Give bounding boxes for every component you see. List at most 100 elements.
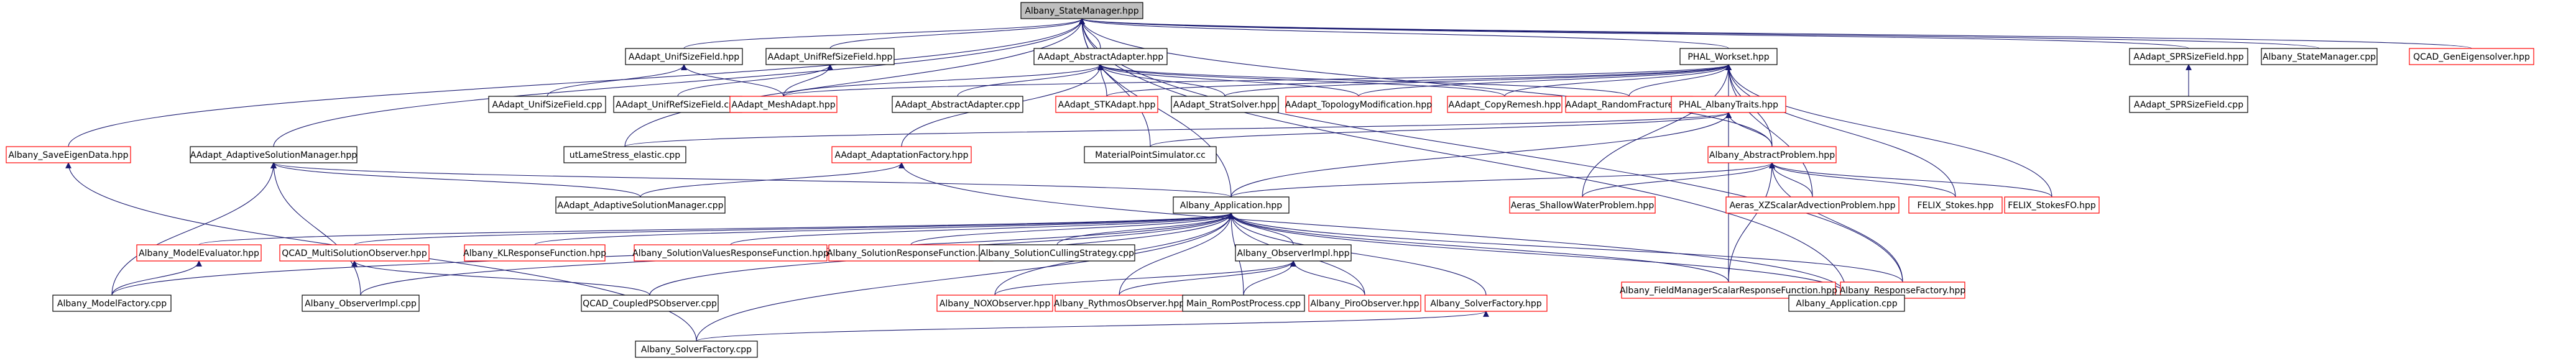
include-edge xyxy=(1228,212,1903,283)
file-node-adaptive-solution-manager-hpp[interactable]: AAdapt_AdaptiveSolutionManager.hpp xyxy=(190,146,358,163)
file-node-label: AAdapt_SPRSizeField.hpp xyxy=(2133,52,2243,62)
file-node-solution-values-response-function-hpp[interactable]: Albany_SolutionValuesResponseFunction.hp… xyxy=(632,244,829,262)
file-node-box xyxy=(625,48,743,65)
file-node-box xyxy=(729,96,838,113)
file-node-aeras-shallow-water-problem-hpp[interactable]: Aeras_ShallowWaterProblem.hpp xyxy=(1509,196,1656,214)
file-node-label: Aeras_XZScalarAdvectionProblem.hpp xyxy=(1729,201,1895,211)
include-edge xyxy=(1725,112,1773,147)
file-node-box xyxy=(1788,295,1905,312)
file-node-nox-observer-hpp[interactable]: Albany_NOXObserver.hpp xyxy=(936,295,1053,312)
file-node-mesh-adapt-hpp[interactable]: AAdapt_MeshAdapt.hpp xyxy=(729,96,838,113)
file-node-box xyxy=(302,295,420,312)
file-node-abstract-problem-hpp[interactable]: Albany_AbstractProblem.hpp xyxy=(1707,146,1837,163)
file-node-save-eigen-data-hpp[interactable]: Albany_SaveEigenData.hpp xyxy=(6,146,131,163)
file-node-label: Albany_ModelEvaluator.hpp xyxy=(139,249,259,258)
file-node-model-factory-cpp[interactable]: Albany_ModelFactory.cpp xyxy=(52,295,172,312)
file-node-adaptive-solution-manager-cpp[interactable]: AAdapt_AdaptiveSolutionManager.cpp xyxy=(555,196,726,214)
file-node-box xyxy=(279,244,430,262)
file-node-label: Albany_SolverFactory.hpp xyxy=(1430,299,1541,309)
file-node-main-rom-post-process-cpp[interactable]: Main_RomPostProcess.cpp xyxy=(1182,295,1305,312)
include-edge xyxy=(898,162,1847,296)
file-node-stk-adapt-hpp[interactable]: AAdapt_STKAdapt.hpp xyxy=(1055,96,1158,113)
file-node-model-evaluator-hpp[interactable]: Albany_ModelEvaluator.hpp xyxy=(136,244,262,262)
file-node-label: Albany_SolverFactory.cpp xyxy=(641,345,752,355)
file-node-qcad-coupled-ps-observer-cpp[interactable]: QCAD_CoupledPSObserver.cpp xyxy=(581,295,719,312)
file-node-label: Albany_KLResponseFunction.hpp xyxy=(463,249,606,258)
file-node-kl-response-function-hpp[interactable]: Albany_KLResponseFunction.hpp xyxy=(463,244,606,262)
file-node-box xyxy=(52,295,172,312)
file-node-label: AAdapt_AbstractAdapter.hpp xyxy=(1038,52,1163,62)
include-edge xyxy=(1097,64,1505,97)
include-edge xyxy=(270,162,361,296)
file-node-solution-culling-strategy-cpp[interactable]: Albany_SolutionCullingStrategy.cpp xyxy=(979,244,1135,262)
file-node-label: Albany_AbstractProblem.hpp xyxy=(1709,150,1835,160)
file-node-qcad-multi-solution-observer-hpp[interactable]: QCAD_MultiSolutionObserver.hpp xyxy=(279,244,430,262)
file-node-observer-impl-cpp[interactable]: Albany_ObserverImpl.cpp xyxy=(302,295,420,312)
file-node-topology-modification-hpp[interactable]: AAdapt_TopologyModification.hpp xyxy=(1285,96,1433,113)
file-node-label: QCAD_GenEigensolver.hpp xyxy=(2413,52,2530,62)
include-edge xyxy=(1628,64,1732,97)
file-node-aeras-xz-scalar-advection-problem-hpp[interactable]: Aeras_XZScalarAdvectionProblem.hpp xyxy=(1725,196,1900,214)
file-node-phal-albany-traits-hpp[interactable]: PHAL_AlbanyTraits.hpp xyxy=(1671,96,1786,113)
include-edge xyxy=(1228,212,1487,296)
file-node-copy-remesh-hpp[interactable]: AAdapt_CopyRemesh.hpp xyxy=(1447,96,1563,113)
file-node-adaptation-factory-hpp[interactable]: AAdapt_AdaptationFactory.hpp xyxy=(831,146,972,163)
file-node-label: Albany_ModelFactory.cpp xyxy=(57,299,167,309)
file-node-box xyxy=(1671,96,1786,113)
file-node-unif-size-field-hpp[interactable]: AAdapt_UnifSizeField.hpp xyxy=(625,48,743,65)
file-node-box xyxy=(1725,196,1900,214)
include-edge xyxy=(1228,212,1847,296)
file-node-solver-factory-cpp[interactable]: Albany_SolverFactory.cpp xyxy=(635,340,758,358)
file-node-felix-stokes-hpp[interactable]: FELIX_Stokes.hpp xyxy=(1908,196,2003,214)
include-edge xyxy=(351,260,650,296)
include-edge xyxy=(1079,18,1729,49)
file-node-unif-ref-size-field-cpp[interactable]: AAdapt_UnifRefSizeField.cpp xyxy=(613,96,742,113)
file-node-spr-size-field-hpp[interactable]: AAdapt_SPRSizeField.hpp xyxy=(2129,48,2248,65)
file-node-phal-workset-hpp[interactable]: PHAL_Workset.hpp xyxy=(1679,48,1778,65)
file-node-label: AAdapt_STKAdapt.hpp xyxy=(1058,100,1156,110)
file-node-box xyxy=(1424,295,1548,312)
file-node-strat-solver-hpp[interactable]: AAdapt_StratSolver.hpp xyxy=(1171,96,1279,113)
file-node-solver-factory-hpp[interactable]: Albany_SolverFactory.hpp xyxy=(1424,295,1548,312)
file-node-label: AAdapt_UnifSizeField.hpp xyxy=(629,52,739,62)
file-node-label: AAdapt_TopologyModification.hpp xyxy=(1285,100,1433,110)
include-edge xyxy=(1769,162,2052,198)
file-node-label: AAdapt_AdaptiveSolutionManager.cpp xyxy=(557,201,723,211)
include-edge xyxy=(1243,260,1296,296)
include-edge xyxy=(696,311,1489,342)
file-node-box xyxy=(828,244,994,262)
file-node-application-cpp[interactable]: Albany_Application.cpp xyxy=(1788,295,1905,312)
file-node-label: utLameStress_elastic.cpp xyxy=(570,150,681,160)
file-node-label: Albany_Application.hpp xyxy=(1180,201,1283,211)
file-node-label: FELIX_Stokes.hpp xyxy=(1918,201,1994,211)
file-node-observer-impl-hpp[interactable]: Albany_ObserverImpl.hpp xyxy=(1235,244,1352,262)
file-node-label: AAdapt_UnifRefSizeField.cpp xyxy=(616,100,740,110)
file-node-solution-response-function-hpp[interactable]: Albany_SolutionResponseFunction.hpp xyxy=(827,244,995,262)
file-node-piro-observer-hpp[interactable]: Albany_PiroObserver.hpp xyxy=(1308,295,1421,312)
include-edge xyxy=(683,18,1085,49)
file-node-label: Albany_StateManager.hpp xyxy=(1025,6,1138,16)
include-edge xyxy=(547,64,687,97)
file-nodes: Albany_StateManager.hppAAdapt_UnifSizeFi… xyxy=(6,2,2534,358)
file-node-label: AAdapt_CopyRemesh.hpp xyxy=(1449,100,1561,110)
file-node-box xyxy=(2004,196,2100,214)
file-node-label: PHAL_Workset.hpp xyxy=(1687,52,1769,62)
file-node-state-manager-cpp[interactable]: Albany_StateManager.cpp xyxy=(2261,48,2378,65)
file-node-qcad-gen-eigensolver-hpp[interactable]: QCAD_GenEigensolver.hpp xyxy=(2409,48,2534,65)
file-node-label: Albany_PiroObserver.hpp xyxy=(1310,299,1419,309)
file-node-spr-size-field-cpp[interactable]: AAdapt_SPRSizeField.cpp xyxy=(2129,96,2248,113)
file-node-label: AAdapt_AdaptiveSolutionManager.hpp xyxy=(190,150,357,160)
file-node-abstract-adapter-hpp[interactable]: AAdapt_AbstractAdapter.hpp xyxy=(1033,48,1168,65)
file-node-material-point-simulator-cc[interactable]: MaterialPointSimulator.cc xyxy=(1084,146,1217,163)
file-node-box xyxy=(1908,196,2003,214)
file-node-application-hpp[interactable]: Albany_Application.hpp xyxy=(1173,196,1290,214)
file-node-ut-lamestress-elastic-cpp[interactable]: utLameStress_elastic.cpp xyxy=(563,146,686,163)
file-node-felix-stokes-fo-hpp[interactable]: FELIX_StokesFO.hpp xyxy=(2004,196,2100,214)
include-edge xyxy=(1725,64,2052,198)
file-node-abstract-adapter-cpp[interactable]: AAdapt_AbstractAdapter.cpp xyxy=(892,96,1023,113)
file-node-unif-ref-size-field-hpp[interactable]: AAdapt_UnifRefSizeField.hpp xyxy=(765,48,895,65)
include-edge xyxy=(1097,64,1226,97)
file-node-rythmos-observer-hpp[interactable]: Albany_RythmosObserver.hpp xyxy=(1054,295,1184,312)
file-node-unif-size-field-cpp[interactable]: AAdapt_UnifSizeField.cpp xyxy=(488,96,606,113)
